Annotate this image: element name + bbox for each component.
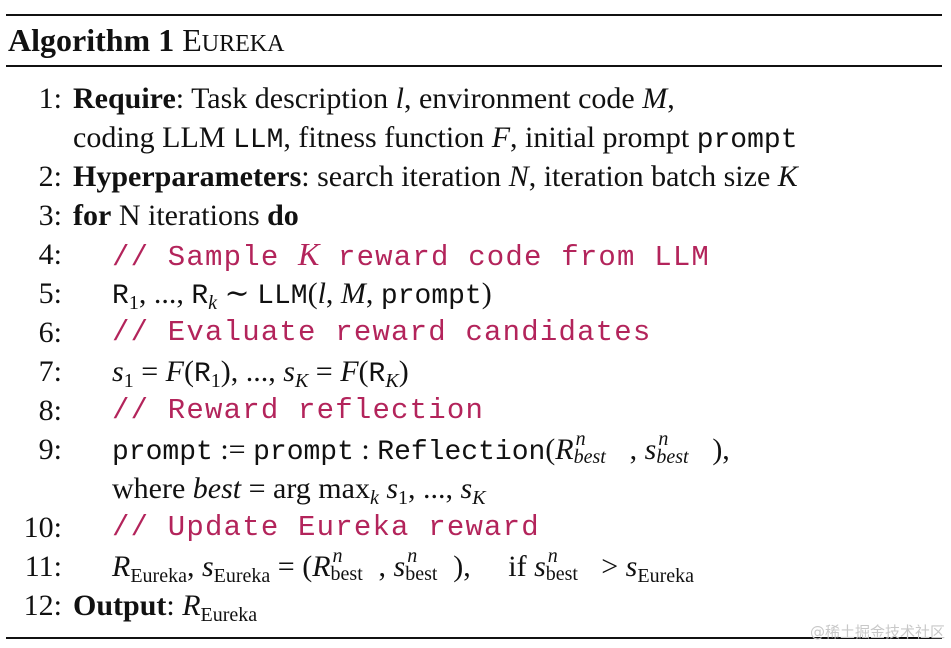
keyword-require: Require — [73, 82, 176, 115]
bottom-rule — [6, 637, 942, 639]
line-number: 12: — [23, 589, 62, 622]
line-number: 7: — [38, 355, 62, 388]
line-number: 8: — [38, 394, 62, 427]
watermark: @稀土掘金技术社区 — [809, 623, 945, 641]
comment-reflection: // Reward reflection — [112, 394, 485, 427]
line-number: 3: — [38, 199, 62, 232]
comment-evaluate: // Evaluate reward candidates — [112, 316, 652, 349]
algorithm-title: Algorithm 1 EUREKA — [8, 18, 284, 66]
algorithm-name: EUREKA — [182, 22, 285, 58]
top-rule — [6, 14, 942, 16]
line-number: 2: — [38, 160, 62, 193]
line-number: 1: — [38, 82, 62, 115]
title-rule — [6, 65, 942, 67]
keyword-do: do — [267, 199, 299, 232]
keyword-output: Output — [73, 589, 167, 622]
expr-evaluate: s1 = F(R1), ..., sK = F(RK) — [112, 355, 409, 392]
line-number: 9: — [38, 433, 62, 466]
comment-sample: // Sample K reward code from LLM — [112, 236, 711, 274]
line-number: 11: — [24, 550, 62, 583]
line-number: 6: — [38, 316, 62, 349]
algorithm-label: Algorithm 1 — [8, 22, 175, 58]
line-number: 4: — [38, 238, 62, 271]
keyword-hyperparameters: Hyperparameters — [73, 160, 302, 193]
expr-sample: R1, ..., Rk ∼ LLM(l, M, prompt) — [112, 277, 492, 314]
line-number: 10: — [23, 511, 62, 544]
comment-update: // Update Eureka reward — [112, 511, 540, 544]
line-number: 5: — [38, 277, 62, 310]
keyword-for: for — [73, 199, 112, 232]
expr-where: where best = arg maxk s1, ..., sK — [112, 472, 486, 509]
